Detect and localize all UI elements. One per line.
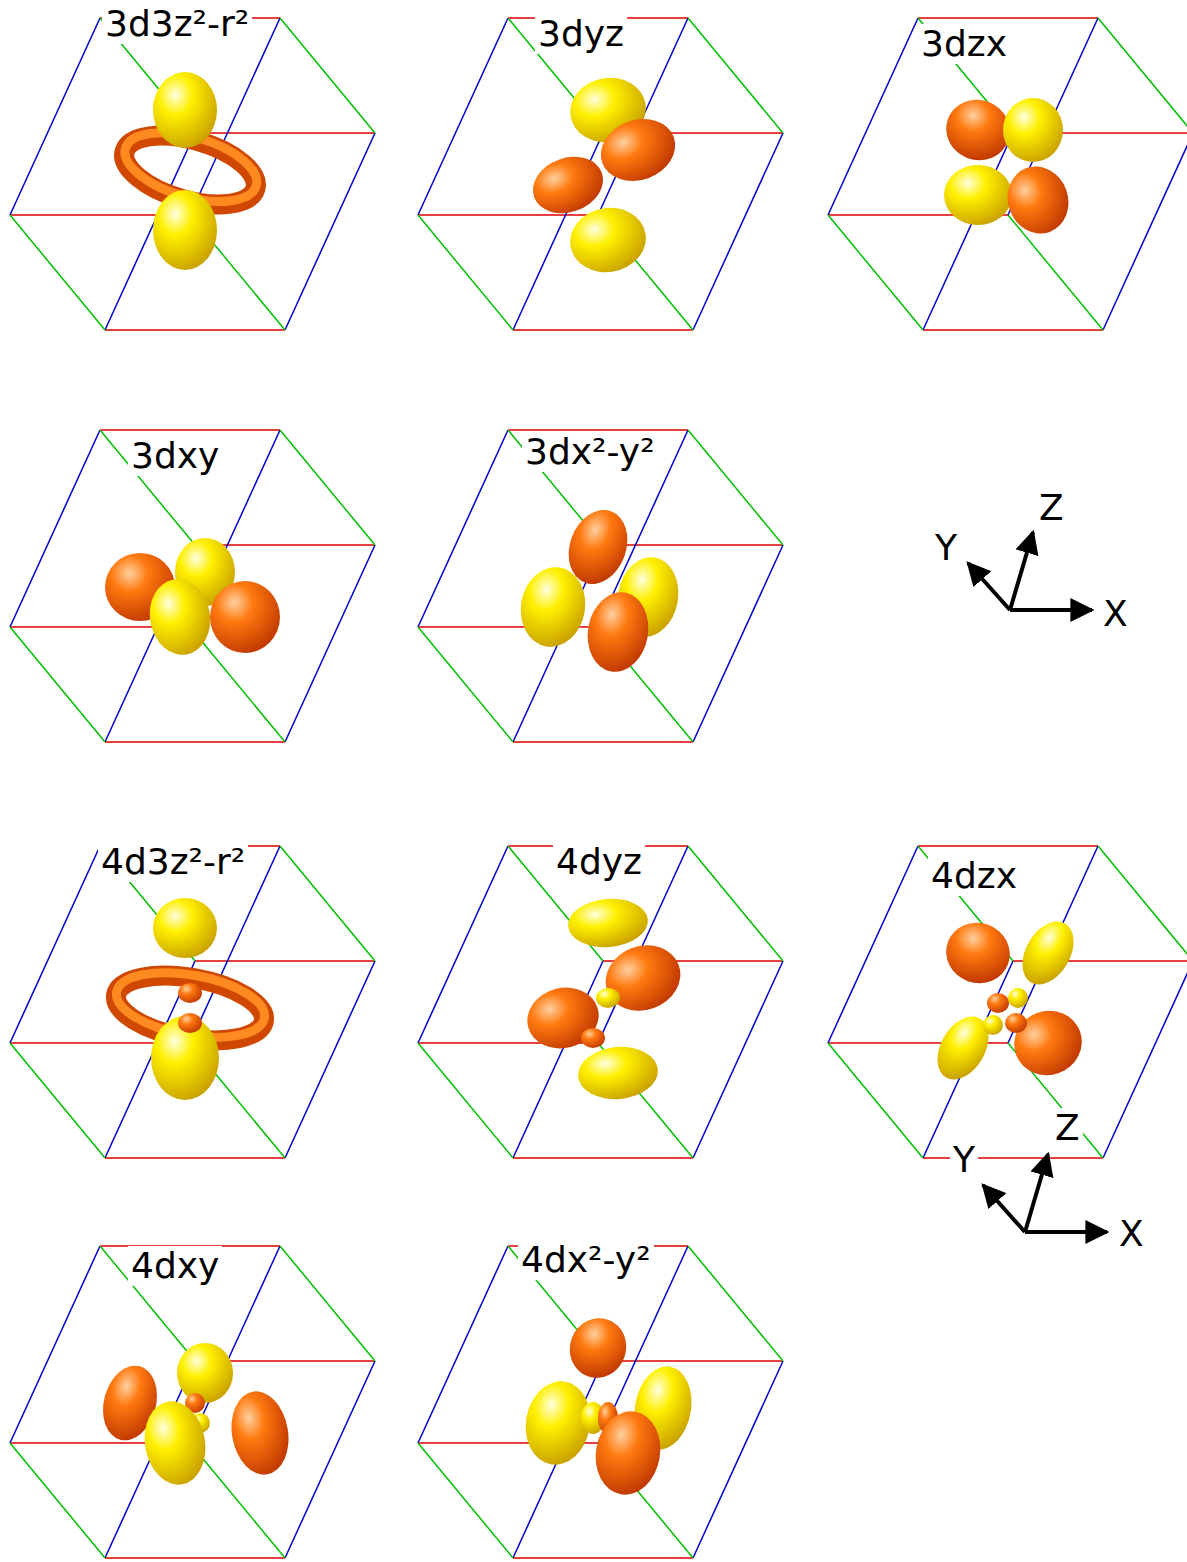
orbital-label: 3dzx [918,24,1010,64]
orbital-label: 3dxy [128,436,222,476]
orbital-panel [418,1246,783,1558]
orbital-panel [418,18,783,330]
axis-label: Y [950,1140,978,1180]
orbital-panel [10,18,375,330]
orbital-label: 4dx²-y² [518,1240,654,1280]
orbital-label: 3dyz [535,14,627,54]
axis-label: Z [1052,1108,1083,1148]
axis-label: Z [1036,488,1067,528]
axis-label: X [1116,1214,1147,1254]
orbital-label: 4dzx [928,856,1020,896]
orbital-panel [418,430,783,742]
orbital-panel [418,846,783,1158]
axis-label: X [1100,594,1131,634]
orbital-label: 4dyz [553,842,645,882]
orbital-panel [10,1246,375,1558]
orbital-panel [10,430,375,742]
orbital-panel [828,846,1187,1158]
orbital-label: 4dxy [128,1246,222,1286]
orbital-label: 3dx²-y² [522,432,658,472]
axis-label: Y [932,528,960,568]
orbital-panel [828,18,1187,330]
orbital-label: 3d3z²-r² [102,4,252,44]
orbital-label: 4d3z²-r² [98,842,248,882]
orbital-panel [10,846,375,1158]
